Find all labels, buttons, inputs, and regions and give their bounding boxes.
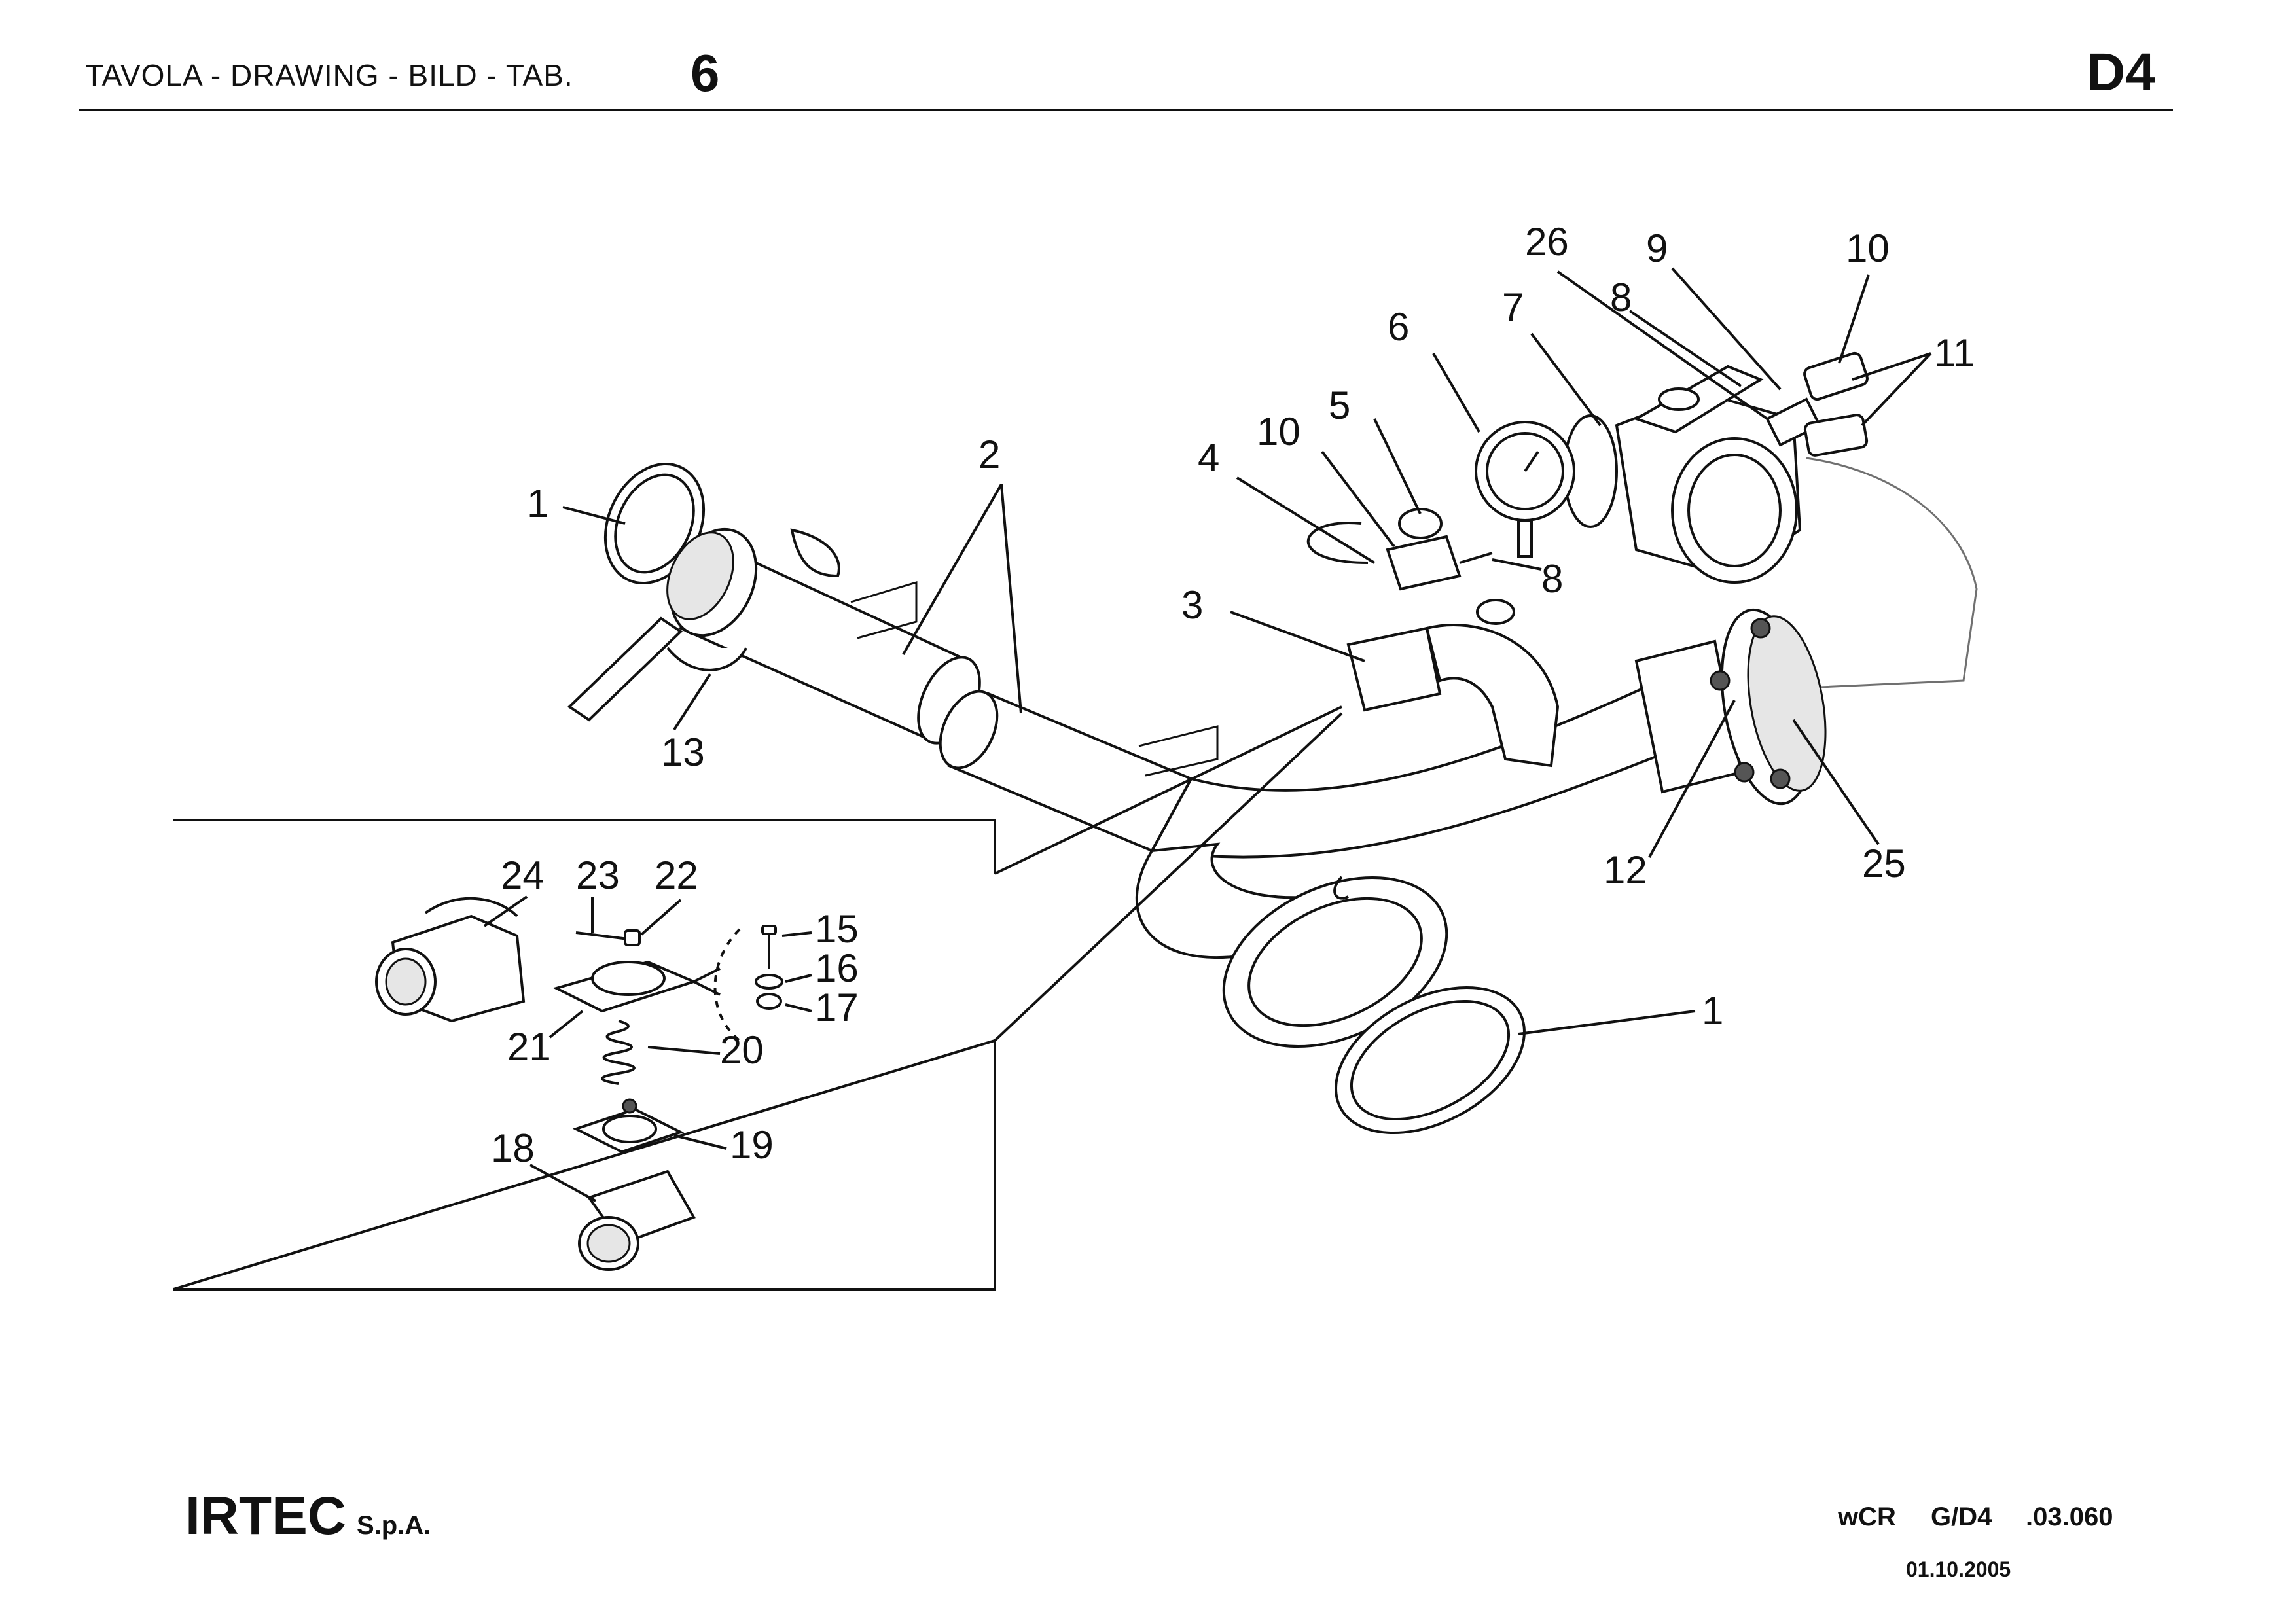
callout-1-top: 1 <box>527 482 548 526</box>
callout-9: 9 <box>1646 226 1668 270</box>
callout-17: 17 <box>815 986 859 1029</box>
drawing-label: TAVOLA - DRAWING - BILD - TAB. <box>85 58 573 92</box>
callout-13: 13 <box>661 730 705 774</box>
callout-23: 23 <box>576 853 620 897</box>
callout-11: 11 <box>1934 331 1975 375</box>
callout-21: 21 <box>507 1025 551 1069</box>
callout-15: 15 <box>815 907 859 951</box>
callouts: 1 2 3 4 10 5 6 7 26 8 9 10 11 8 13 12 25… <box>527 220 1975 1033</box>
ref-number: .03.060 <box>2026 1503 2113 1531</box>
callout-22: 22 <box>655 853 698 897</box>
callout-7: 7 <box>1502 285 1524 329</box>
callout-24: 24 <box>501 853 545 897</box>
callout-4: 4 <box>1198 436 1219 480</box>
ref-wcr: wCR <box>1838 1503 1896 1531</box>
table-number: 6 <box>691 44 720 102</box>
callout-6: 6 <box>1388 305 1409 349</box>
callout-16: 16 <box>815 946 859 990</box>
leader-lines <box>562 267 1932 1042</box>
callout-8-top: 8 <box>1610 276 1632 319</box>
callout-1-bottom: 1 <box>1702 989 1723 1033</box>
callout-12: 12 <box>1604 848 1647 892</box>
group-code: D4 <box>2087 43 2155 102</box>
pipe-assembly <box>567 351 1978 1135</box>
callout-26: 26 <box>1525 220 1569 264</box>
callout-20: 20 <box>720 1028 764 1072</box>
callout-2: 2 <box>978 433 1000 476</box>
ref-group: G/D4 <box>1931 1503 1992 1531</box>
callout-18: 18 <box>491 1126 535 1170</box>
revision-date: 01.10.2005 <box>1906 1558 2011 1581</box>
header-rule <box>79 109 2173 111</box>
callout-5: 5 <box>1329 383 1350 427</box>
callout-8-bottom: 8 <box>1541 557 1563 601</box>
callout-10-left: 10 <box>1257 410 1300 454</box>
company-name-text: IRTEC <box>185 1486 346 1546</box>
callout-19: 19 <box>730 1123 774 1167</box>
callout-25: 25 <box>1862 842 1906 885</box>
inset-detail: 24 23 22 15 16 17 21 20 19 18 <box>173 819 996 1291</box>
company-name: IRTEC S.p.A. <box>185 1486 431 1547</box>
company-suffix: S.p.A. <box>357 1511 431 1540</box>
callout-10-top: 10 <box>1846 226 1890 270</box>
callout-3: 3 <box>1181 583 1203 627</box>
